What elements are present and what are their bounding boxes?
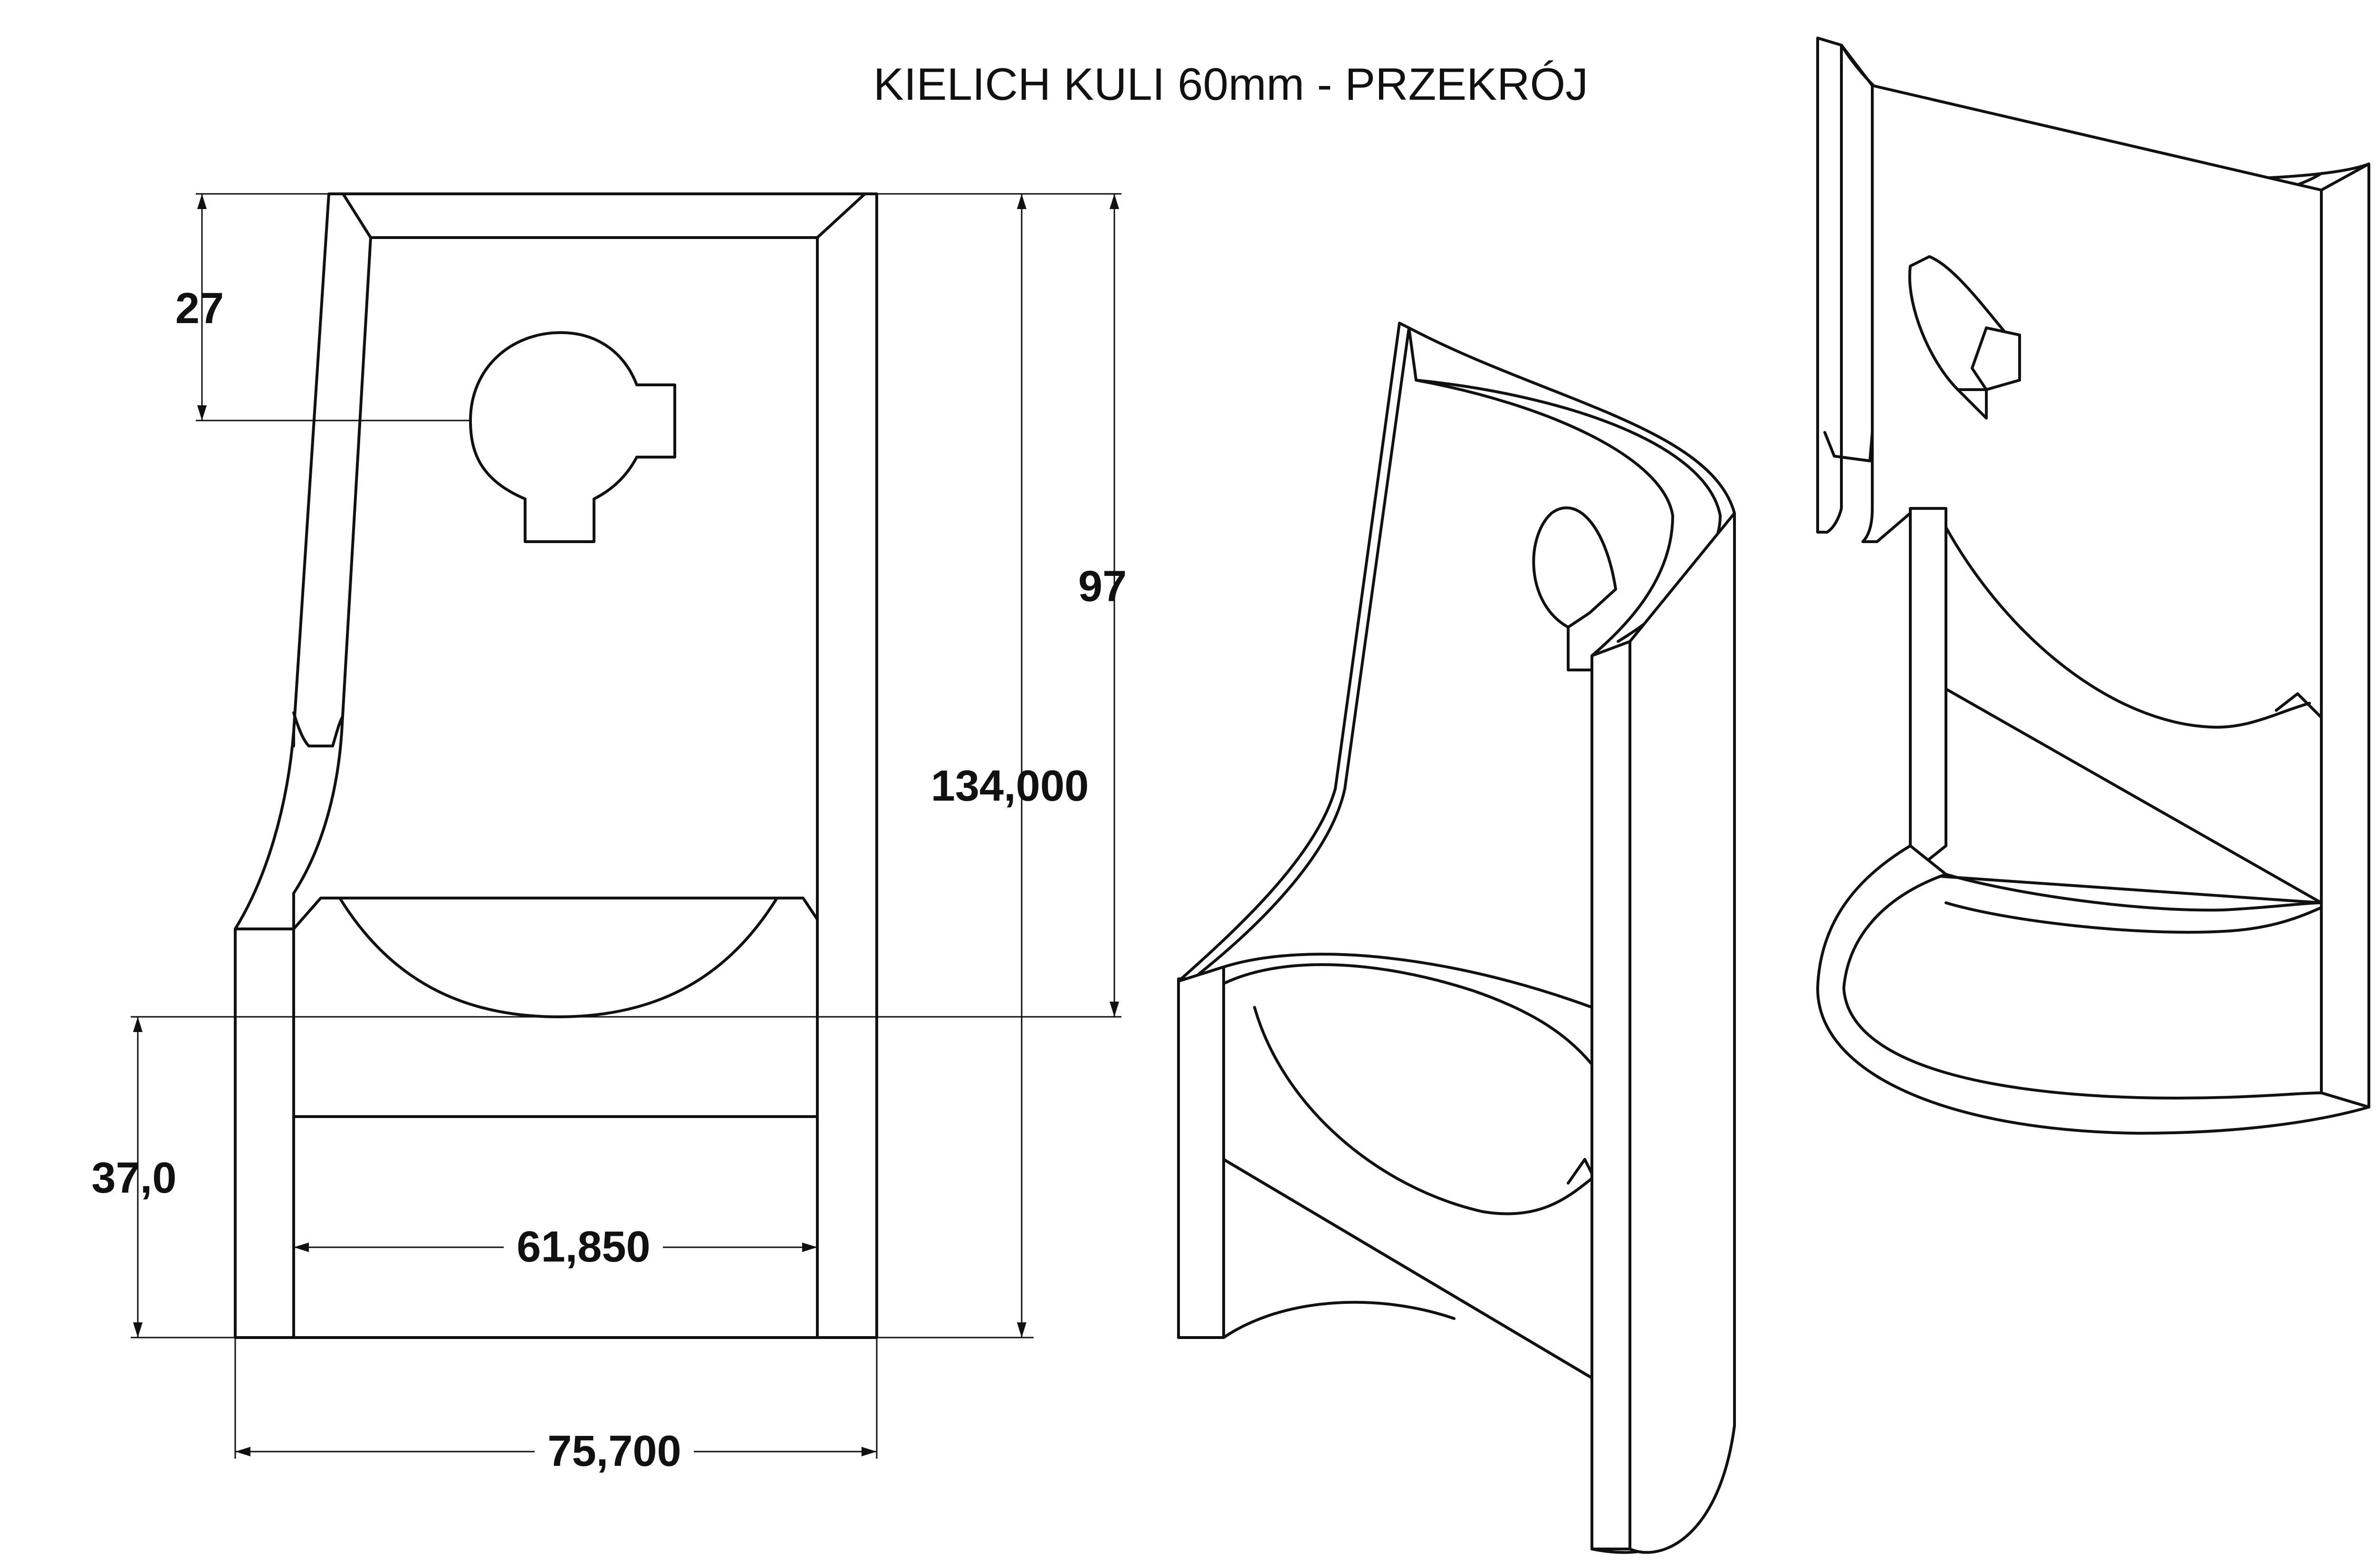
iso1-base-body <box>1222 953 1593 1379</box>
iso2-lower-seat <box>1945 901 2323 934</box>
iso2-mid-diagonal <box>1945 688 2323 904</box>
iso1-front-face-right <box>1629 512 1736 1554</box>
iso1-base-rim <box>1222 963 1593 1066</box>
iso1-seat-notch <box>1567 1158 1593 1185</box>
dim-97-arrow-top <box>1110 194 1119 209</box>
dim-61-arrow-left <box>294 1243 309 1252</box>
iso2-keyhole-step <box>1956 388 1988 420</box>
iso1-keyhole-step <box>1567 626 1593 671</box>
dim-134-arrow-bottom <box>1017 1322 1026 1338</box>
dim-label-27: 27 <box>175 284 224 333</box>
dim-label-37: 37,0 <box>91 1154 176 1202</box>
iso2-right-upright <box>2320 163 2370 1109</box>
iso1-left-wall <box>1177 322 1410 983</box>
drawing-title: KIELICH KULI 60mm - PRZEKRÓJ <box>873 59 1588 110</box>
dim-label-134: 134,000 <box>931 762 1089 810</box>
top-left-chamfer <box>342 192 372 239</box>
dim-label-75: 75,700 <box>547 1427 681 1475</box>
iso1-bottom-arc <box>1222 1300 1456 1339</box>
iso2-keyhole-tab <box>1971 326 2021 391</box>
iso2-left-notch <box>1823 431 1874 462</box>
iso1-base-diagonal <box>1222 1158 1593 1379</box>
iso2-divider-block <box>1909 507 1947 876</box>
iso2-lower-bowl <box>1816 844 2370 1135</box>
front-section-view <box>234 192 878 1339</box>
iso2-left-upright <box>1816 37 1843 534</box>
top-right-chamfer <box>816 192 866 239</box>
dim-27-arrow-bottom <box>197 405 207 421</box>
iso1-base-block <box>1177 966 1225 1339</box>
left-wall-notch <box>292 711 344 747</box>
iso1-ball-seat <box>1253 1006 1593 1215</box>
iso2-upper-seat <box>1945 526 2311 729</box>
dim-75-arrow-left <box>235 1447 250 1456</box>
iso1-keyhole <box>1532 506 1617 629</box>
dimension-labels: 27 97 134,000 37,0 61,850 75,700 <box>91 284 1127 1475</box>
iso2-seat-notch <box>2275 692 2323 719</box>
dim-75-arrow-right <box>862 1447 877 1456</box>
dim-37-arrow-top <box>133 1017 143 1032</box>
iso2-lower-rim <box>1945 873 2323 912</box>
dim-97-arrow-bottom <box>1110 1002 1119 1017</box>
dim-61-arrow-right <box>802 1243 817 1252</box>
isometric-view-back <box>1816 37 2370 1135</box>
dim-label-97: 97 <box>1078 562 1127 611</box>
isometric-view-front <box>1177 322 1736 1554</box>
dim-134-arrow-top <box>1017 194 1026 209</box>
dimension-lines <box>131 193 1121 1459</box>
ball-seat-top <box>292 897 819 930</box>
dim-37-arrow-bottom <box>133 1322 143 1338</box>
dim-27-arrow-top <box>197 194 207 209</box>
dim-label-61: 61,850 <box>517 1223 650 1271</box>
iso1-front-face <box>1590 640 1631 1550</box>
left-wall-inner <box>292 236 372 895</box>
